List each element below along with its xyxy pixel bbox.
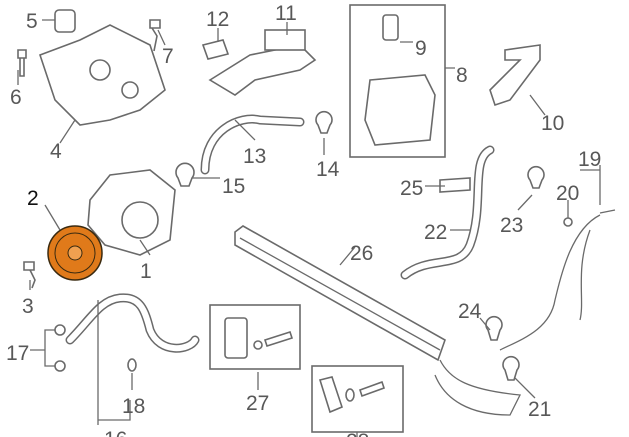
part-14-clamp xyxy=(315,110,333,134)
callout-28: 28 xyxy=(346,430,369,437)
part-10-bracket xyxy=(489,44,541,107)
part-18-oring xyxy=(127,358,137,372)
callout-10: 10 xyxy=(541,112,564,135)
callout-26: 26 xyxy=(350,242,373,265)
part-12-clip xyxy=(201,39,230,60)
part-5-sleeve xyxy=(54,9,76,33)
callout-1: 1 xyxy=(140,260,152,283)
callout-3: 3 xyxy=(22,295,34,318)
part-8-reservoir xyxy=(364,74,436,146)
part-3-bolt xyxy=(23,261,36,289)
callout-5: 5 xyxy=(26,10,38,33)
callout-9: 9 xyxy=(415,37,427,60)
callout-17: 17 xyxy=(6,342,29,365)
callout-6: 6 xyxy=(10,86,22,109)
part-17-washer xyxy=(54,324,66,336)
callout-25: 25 xyxy=(400,177,423,200)
callout-21: 21 xyxy=(528,398,551,421)
part-26-cooler xyxy=(234,225,446,362)
part-25-clip xyxy=(439,177,471,193)
callout-20: 20 xyxy=(556,182,579,205)
part-9-cap xyxy=(382,14,399,41)
part-21-clamp xyxy=(502,355,520,381)
callout-24: 24 xyxy=(458,300,482,323)
leader-lines xyxy=(17,19,601,437)
callout-16: 16 xyxy=(104,428,127,437)
part-19-line xyxy=(499,209,616,351)
part-28-bracket xyxy=(318,376,343,414)
part-23-clamp xyxy=(527,165,545,189)
callout-2: 2 xyxy=(27,187,39,210)
part-2-pulley xyxy=(47,225,103,281)
callout-22: 22 xyxy=(424,221,447,244)
part-20-oring xyxy=(563,217,573,227)
callout-11: 11 xyxy=(275,2,297,25)
part-7-bolt xyxy=(149,19,161,52)
callout-12: 12 xyxy=(206,8,229,31)
callout-15: 15 xyxy=(222,175,245,198)
callout-27: 27 xyxy=(246,392,269,415)
callout-7: 7 xyxy=(162,45,174,68)
callout-4: 4 xyxy=(50,140,62,163)
part-15-clamp xyxy=(175,162,195,187)
callout-8: 8 xyxy=(456,64,468,87)
callout-23: 23 xyxy=(500,214,523,237)
callout-18: 18 xyxy=(122,395,145,418)
callout-19: 19 xyxy=(578,148,601,171)
part-6-bolt xyxy=(17,49,27,77)
part-27-block xyxy=(224,317,248,359)
part-11-bracket xyxy=(208,44,317,96)
callout-13: 13 xyxy=(243,145,266,168)
callout-14: 14 xyxy=(316,158,340,181)
